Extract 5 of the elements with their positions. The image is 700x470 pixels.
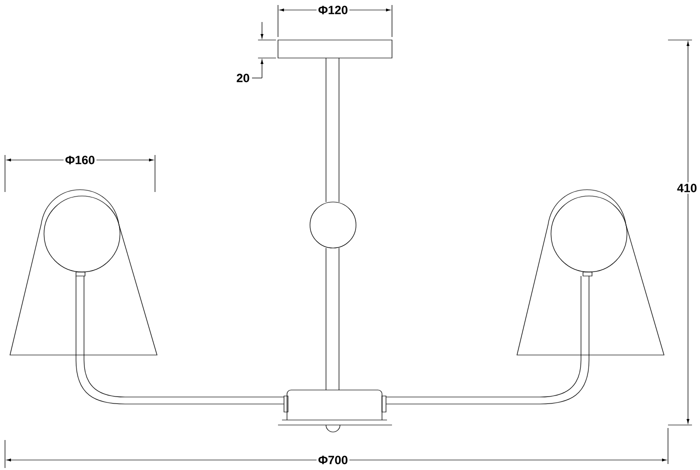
dimension-label: 20 (234, 72, 252, 84)
dimension-label: Φ700 (316, 454, 350, 466)
dimension-label: Φ160 (64, 154, 96, 166)
dimension-label: 410 (676, 182, 699, 194)
dimension-label: Φ120 (316, 4, 350, 16)
